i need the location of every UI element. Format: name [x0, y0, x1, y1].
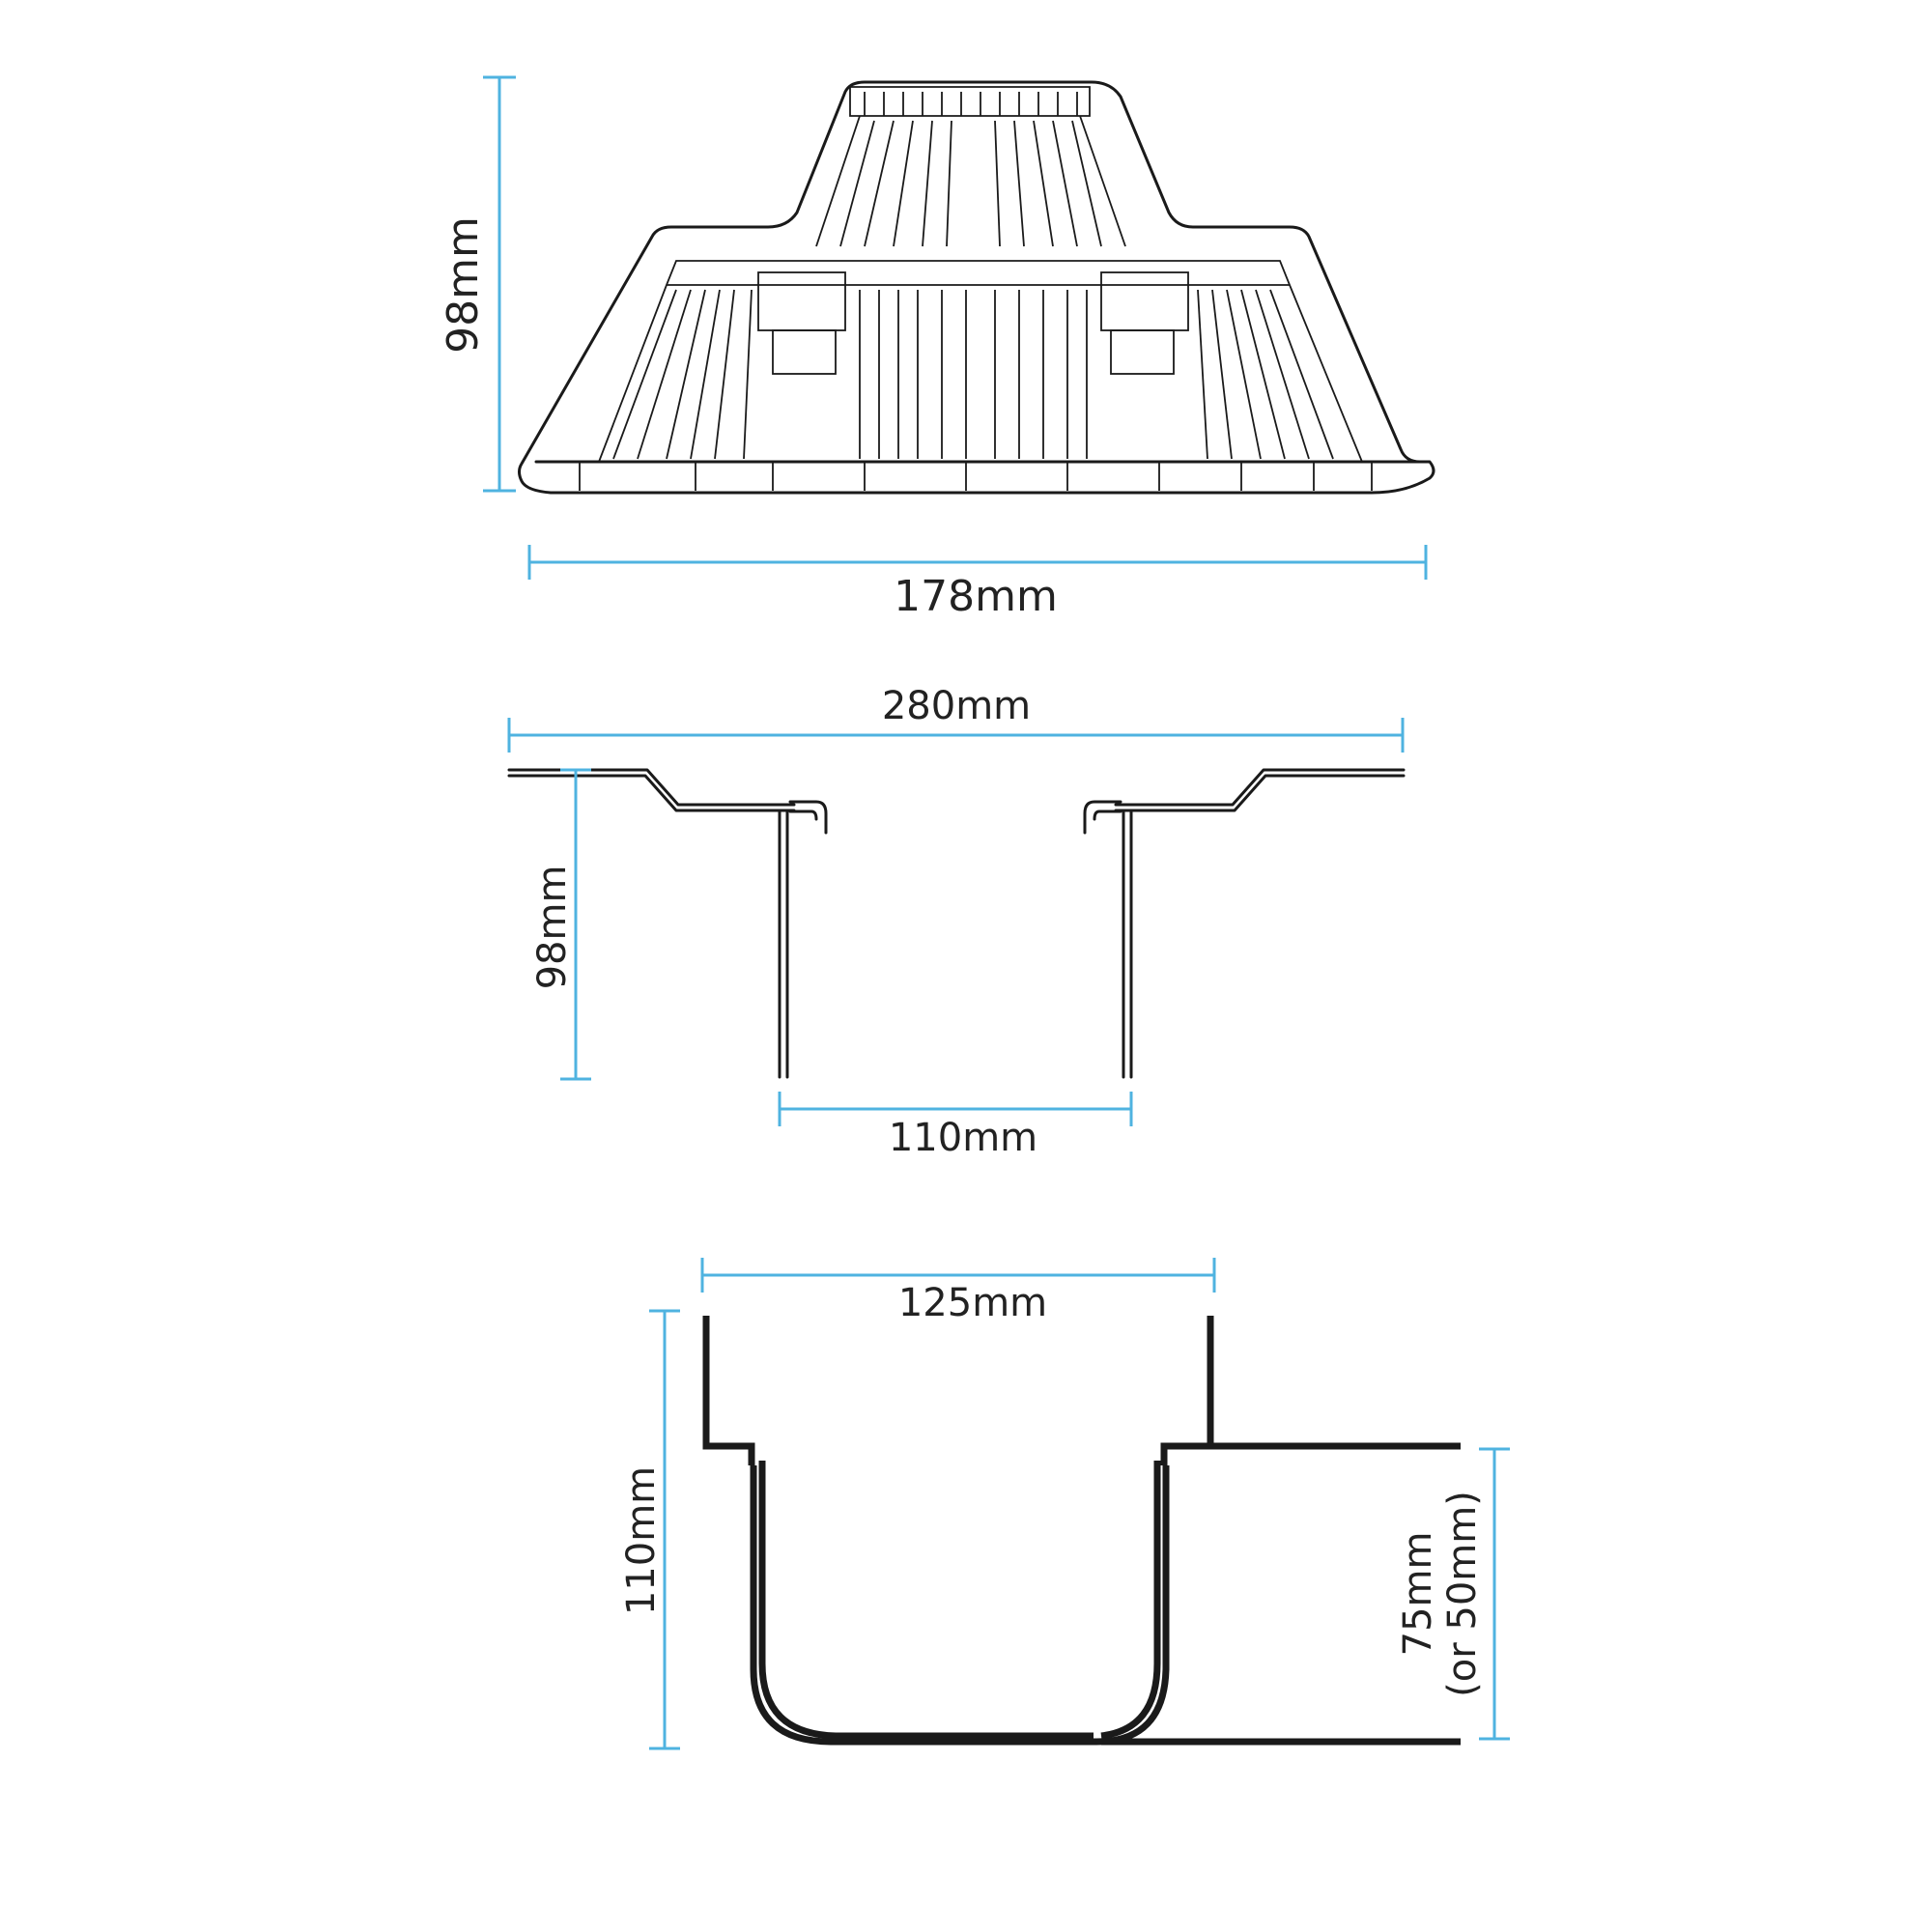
label-grating-height: 98mm: [439, 216, 488, 354]
body-rim-left: [702, 1316, 755, 1465]
dim-grating-height: [483, 75, 516, 493]
outlet-wall-left: [778, 810, 789, 1079]
outlet-clip-left: [788, 800, 828, 835]
body-bowl-inner: [758, 1461, 1161, 1740]
body-view: 125mm 110mm 75mm (or 50mm): [619, 1258, 1510, 1750]
label-outlet-height: 98mm: [530, 866, 575, 990]
dim-side-outlet: [1479, 1447, 1510, 1741]
dim-body-width: [700, 1258, 1216, 1293]
label-grating-width: 178mm: [894, 572, 1058, 621]
outlet-wall-right: [1122, 810, 1133, 1079]
label-outlet-diameter: 110mm: [889, 1116, 1037, 1160]
label-body-width: 125mm: [898, 1281, 1047, 1325]
body-bowl: [750, 1465, 1170, 1746]
grating-lower-tier: [598, 260, 1363, 463]
grating-base-ribs: [579, 462, 1373, 491]
dim-outlet-diameter: [778, 1092, 1133, 1126]
grating-upper-mesh: [839, 92, 1102, 247]
grating-clip-right: [1100, 271, 1189, 331]
dim-body-height: [649, 1309, 680, 1750]
outlet-flange-right: [1114, 768, 1406, 812]
grating-clip-right-lower: [1110, 329, 1175, 375]
grating-upper-tier: [815, 86, 1126, 247]
outlet-flange-left: [507, 768, 796, 812]
grating-clip-left: [757, 271, 846, 331]
outlet-clip-right: [1083, 800, 1122, 835]
label-side-outlet-line1: 75mm: [1396, 1532, 1440, 1657]
dim-grating-width: [527, 545, 1428, 580]
dim-outlet-height: [560, 768, 591, 1081]
grating-outline: [518, 80, 1435, 495]
grating-lower-mesh: [612, 289, 1334, 460]
grating-clip-left-lower: [772, 329, 837, 375]
outlet-view: 280mm 98mm 110mm: [507, 684, 1406, 1160]
grating-view: 98mm 178mm: [439, 75, 1435, 621]
label-side-outlet-line2: (or 50mm): [1440, 1491, 1485, 1697]
label-body-height: 110mm: [619, 1466, 664, 1615]
dim-outlet-flange: [507, 718, 1405, 753]
label-outlet-flange: 280mm: [882, 684, 1031, 728]
